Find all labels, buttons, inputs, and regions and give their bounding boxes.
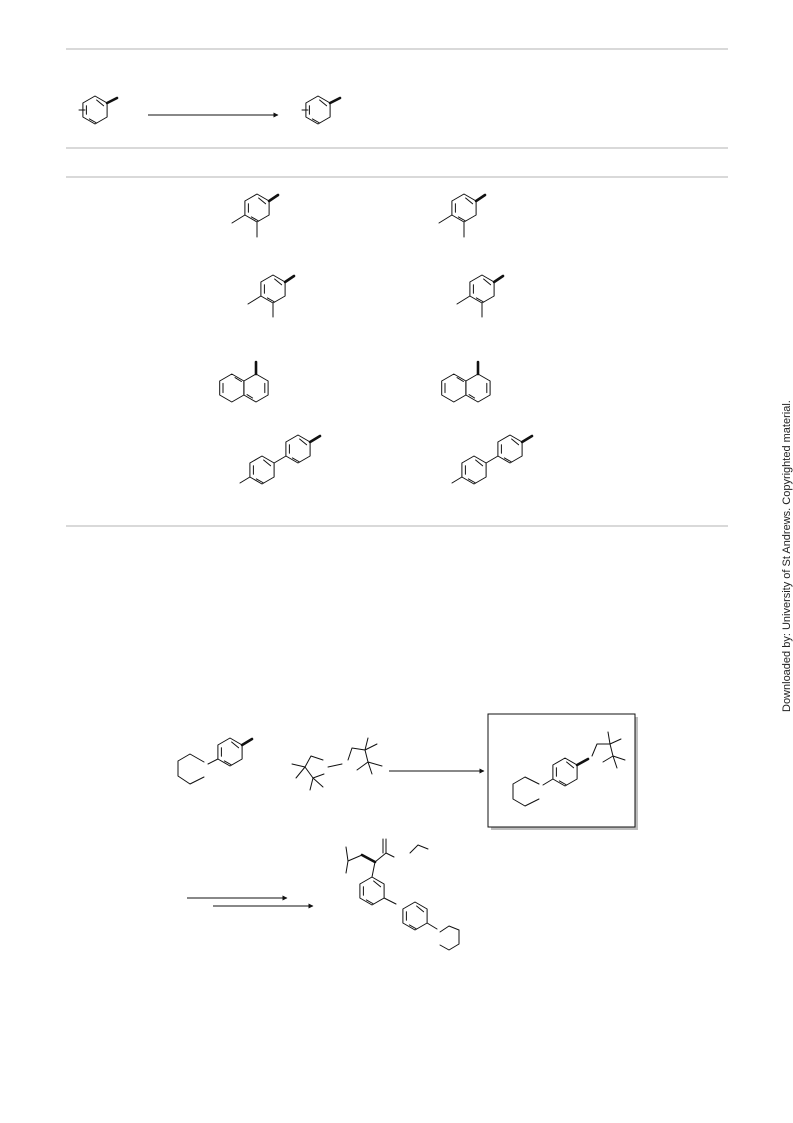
highlighted-product-box: [487, 713, 638, 830]
borylation-scheme: [177, 713, 638, 951]
product-structure: [456, 274, 505, 318]
table-row: [231, 193, 487, 238]
table-row: [239, 434, 534, 485]
product-general-arene: [301, 95, 342, 125]
reactant-structure: [247, 274, 296, 318]
reactant-structure: [231, 193, 280, 238]
b2pin2-reagent: [291, 737, 383, 791]
reactant-structure: [219, 360, 269, 403]
product-structure: [441, 360, 491, 403]
aryl-morpholine-reactant: [177, 737, 254, 785]
coupled-product: [345, 838, 460, 951]
table-row: [247, 274, 505, 318]
table-row: [219, 360, 491, 403]
reactant-general-arene: [78, 95, 119, 125]
reactant-structure: [239, 434, 322, 485]
general-scheme: [66, 48, 728, 178]
watermark-text: Downloaded by: University of St Andrews.…: [781, 400, 793, 712]
product-structure: [438, 193, 487, 238]
product-structure: [451, 434, 534, 485]
